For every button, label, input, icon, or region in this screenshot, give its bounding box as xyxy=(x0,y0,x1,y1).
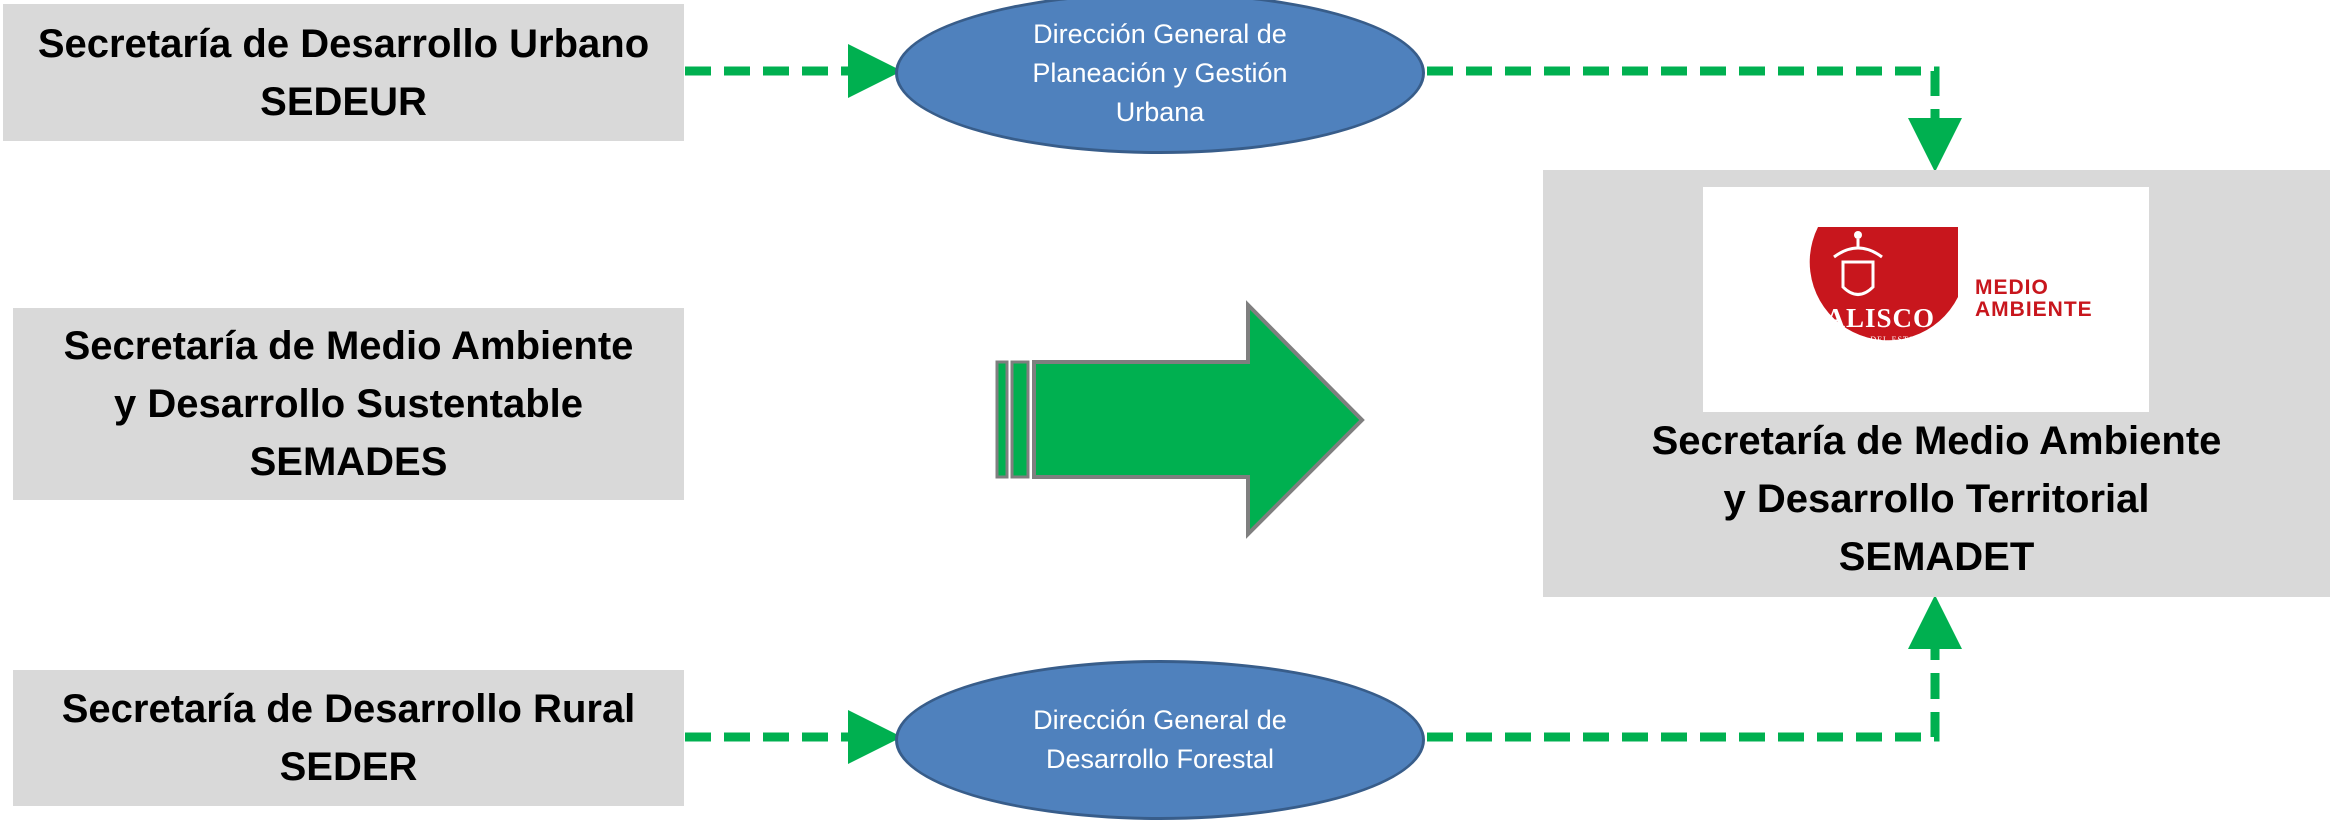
semadet-name-line1: Secretaría de Medio Ambiente xyxy=(1651,419,2222,463)
connector-forestal-to-semadet xyxy=(1427,595,1962,742)
semades-name-line2: y Desarrollo Sustentable xyxy=(113,382,584,426)
jalisco-logo: JALISCO GOBIERNO DEL ESTADO MEDIO AMBIEN… xyxy=(1703,187,2149,412)
semades-acronym: SEMADES xyxy=(249,440,448,484)
ellipse-forestal: Dirección General de Desarrollo Forestal xyxy=(895,660,1425,820)
transition-arrow xyxy=(995,300,1365,539)
seal-text: JALISCO xyxy=(1811,303,1935,333)
connector-planeacion-to-semadet xyxy=(1427,66,1962,172)
planeacion-line2: Planeación y Gestión xyxy=(1032,57,1288,88)
forestal-line2: Desarrollo Forestal xyxy=(1045,744,1275,774)
planeacion-line3: Urbana xyxy=(1115,96,1205,127)
sedeur-name: Secretaría de Desarrollo Urbano xyxy=(37,21,650,66)
planeacion-line1: Dirección General de xyxy=(1033,18,1287,49)
box-seder: Secretaría de Desarrollo Rural SEDER xyxy=(13,670,684,806)
seder-name: Secretaría de Desarrollo Rural xyxy=(61,687,636,731)
semadet-title: Secretaría de Medio Ambiente y Desarroll… xyxy=(1543,412,2330,586)
jalisco-seal-icon: JALISCO GOBIERNO DEL ESTADO xyxy=(1809,227,1958,344)
logo-label-line2: AMBIENTE xyxy=(1975,298,2093,321)
box-semades: Secretaría de Medio Ambiente y Desarroll… xyxy=(13,308,684,500)
sedeur-acronym: SEDEUR xyxy=(260,79,427,124)
box-sedeur: Secretaría de Desarrollo Urbano SEDEUR xyxy=(3,4,684,141)
semades-name-line1: Secretaría de Medio Ambiente xyxy=(63,324,634,368)
seder-acronym: SEDER xyxy=(279,745,418,789)
logo-label-line1: MEDIO xyxy=(1975,276,2049,299)
ellipse-planeacion: Dirección General de Planeación y Gestió… xyxy=(895,0,1425,154)
forestal-line1: Dirección General de xyxy=(1033,705,1287,735)
semadet-acronym: SEMADET xyxy=(1838,535,2035,579)
semadet-name-line2: y Desarrollo Territorial xyxy=(1723,477,2150,521)
seal-subtext: GOBIERNO DEL ESTADO xyxy=(1818,335,1929,344)
